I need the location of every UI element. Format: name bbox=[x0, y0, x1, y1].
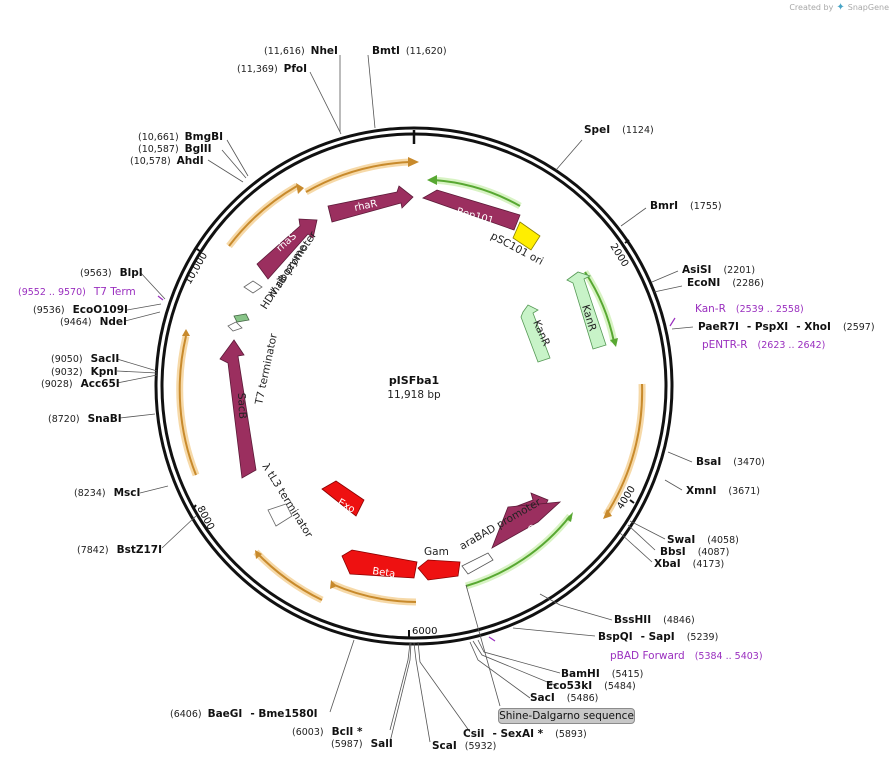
site-ndei: (9464)NdeI bbox=[60, 316, 127, 328]
site-csii-group: CsiI- SexAI *(5893) bbox=[463, 728, 587, 740]
site-bmgbi: (10,661)BmgBI bbox=[138, 131, 223, 143]
site-bsshii: BssHII(4846) bbox=[614, 614, 695, 626]
site-bcli: (6003)BclI * bbox=[292, 726, 363, 738]
site-bstz17i: (7842)BstZ17I bbox=[77, 544, 162, 556]
kanr-marker-2 bbox=[566, 271, 607, 350]
tick-label-2000: 2000 bbox=[607, 242, 630, 269]
leader-lines bbox=[116, 54, 694, 743]
tl3-terminator-label: λ tL3 terminator bbox=[259, 461, 315, 540]
pbad-primer-mark bbox=[488, 636, 496, 642]
snapgene-logo-icon: ✦ bbox=[836, 2, 845, 13]
site-bmri: BmrI(1755) bbox=[650, 200, 722, 212]
orf-arcs bbox=[176, 158, 646, 606]
rhar-label: rhaR bbox=[353, 198, 378, 214]
hdv-ribozyme-shape bbox=[233, 313, 250, 323]
site-bspqi-group: BspQI- SapI(5239) bbox=[598, 631, 718, 643]
gam-label: Gam bbox=[424, 546, 449, 558]
arabad-promoter-arrow bbox=[461, 552, 494, 575]
site-econi: EcoNI(2286) bbox=[687, 277, 764, 289]
tick-label-6000: 6000 bbox=[412, 626, 437, 637]
marker-features bbox=[520, 271, 607, 363]
site-bbsi: BbsI(4087) bbox=[660, 546, 729, 558]
site-pfoi: (11,369)PfoI bbox=[237, 63, 307, 75]
site-ahdi: (10,578)AhdI bbox=[130, 155, 204, 167]
primer-kanr: Kan-R(2539 .. 2558) bbox=[695, 303, 804, 315]
orf-arrowheads bbox=[182, 157, 612, 589]
site-eco53ki: Eco53kI(5484) bbox=[546, 680, 636, 692]
shine-dalgarno-label: Shine-Dalgarno sequence bbox=[498, 708, 635, 724]
tick-label-10000: 10,000 bbox=[183, 251, 210, 287]
snapgene-branding: Created by ✦ SnapGene bbox=[789, 2, 889, 13]
site-bglii: (10,587)BglII bbox=[138, 143, 212, 155]
site-blpi: (9563)BlpI bbox=[80, 267, 143, 279]
site-saci: SacI(5486) bbox=[530, 692, 598, 704]
site-snabi: (8720)SnaBI bbox=[48, 413, 122, 425]
beta-arrow bbox=[341, 549, 418, 579]
primer-pbad-forward: pBAD Forward(5384 .. 5403) bbox=[610, 650, 763, 662]
t7term-primer-mark bbox=[157, 295, 164, 301]
plasmid-size: 11,918 bp bbox=[387, 389, 441, 401]
site-bmti: BmtI(11,620) bbox=[372, 45, 447, 57]
site-sacii: (9050)SacII bbox=[51, 353, 119, 365]
rep101-arrow bbox=[422, 189, 521, 231]
tl3-terminator-shape bbox=[267, 503, 293, 527]
sacb-label: SacB bbox=[235, 393, 248, 420]
site-kpni: (9032)KpnI bbox=[51, 366, 118, 378]
site-scai: ScaI(5932) bbox=[432, 740, 496, 752]
exo-arrow bbox=[321, 480, 365, 517]
psc101-ori-box bbox=[512, 221, 541, 251]
site-asisi: AsiSI(2201) bbox=[682, 264, 755, 276]
beta-label: Beta bbox=[372, 566, 396, 580]
site-sali: (5987)SalI bbox=[331, 738, 393, 750]
kanr-primer-mark bbox=[669, 317, 676, 327]
site-paer7i-group: PaeR7I- PspXI- XhoI(2597) bbox=[698, 321, 875, 333]
plasmid-name: pISFba1 bbox=[389, 374, 439, 387]
primer-labels: (9552 .. 9570)T7 Term Kan-R(2539 .. 2558… bbox=[18, 286, 825, 662]
primer-pentr-r: pENTR-R(2623 .. 2642) bbox=[702, 339, 825, 351]
site-spei: SpeI(1124) bbox=[584, 124, 654, 136]
site-acc65i: (9028)Acc65I bbox=[41, 378, 120, 390]
small-features bbox=[157, 280, 676, 642]
site-ecoo109i: (9536)EcoO109I bbox=[33, 304, 128, 316]
created-by-text: Created by bbox=[789, 3, 834, 12]
t7-terminator-shape bbox=[227, 321, 243, 332]
site-xbai: XbaI(4173) bbox=[654, 558, 724, 570]
site-bsai: BsaI(3470) bbox=[696, 456, 765, 468]
site-bamhi: BamHI(5415) bbox=[561, 668, 643, 680]
t7-terminator-label: T7 terminator bbox=[253, 332, 280, 407]
cds-features bbox=[219, 185, 562, 581]
arac-body bbox=[491, 501, 562, 549]
snapgene-name: SnapGene bbox=[847, 3, 889, 12]
site-swai: SwaI(4058) bbox=[667, 534, 739, 546]
rhas-arrow bbox=[256, 218, 318, 280]
site-msci: (8234)MscI bbox=[74, 487, 140, 499]
site-xmni: XmnI(3671) bbox=[686, 485, 760, 497]
sacb-arrow bbox=[219, 339, 257, 479]
site-baegi-group: (6406)BaeGI- Bme1580I bbox=[170, 708, 318, 720]
kanr-label-2: KanR bbox=[579, 303, 598, 332]
kanr-marker-1 bbox=[520, 304, 551, 363]
gam-arrow bbox=[417, 559, 461, 581]
restriction-site-labels: (11,616)NheI BmtI(11,620) (11,369)PfoI (… bbox=[33, 45, 875, 752]
primer-t7term: (9552 .. 9570)T7 Term bbox=[18, 286, 136, 298]
orf-arrowheads-green bbox=[427, 175, 618, 522]
rhab-promoter-shape bbox=[243, 280, 263, 294]
rhar-arrow bbox=[327, 185, 414, 223]
site-nhei: (11,616)NheI bbox=[264, 45, 338, 57]
